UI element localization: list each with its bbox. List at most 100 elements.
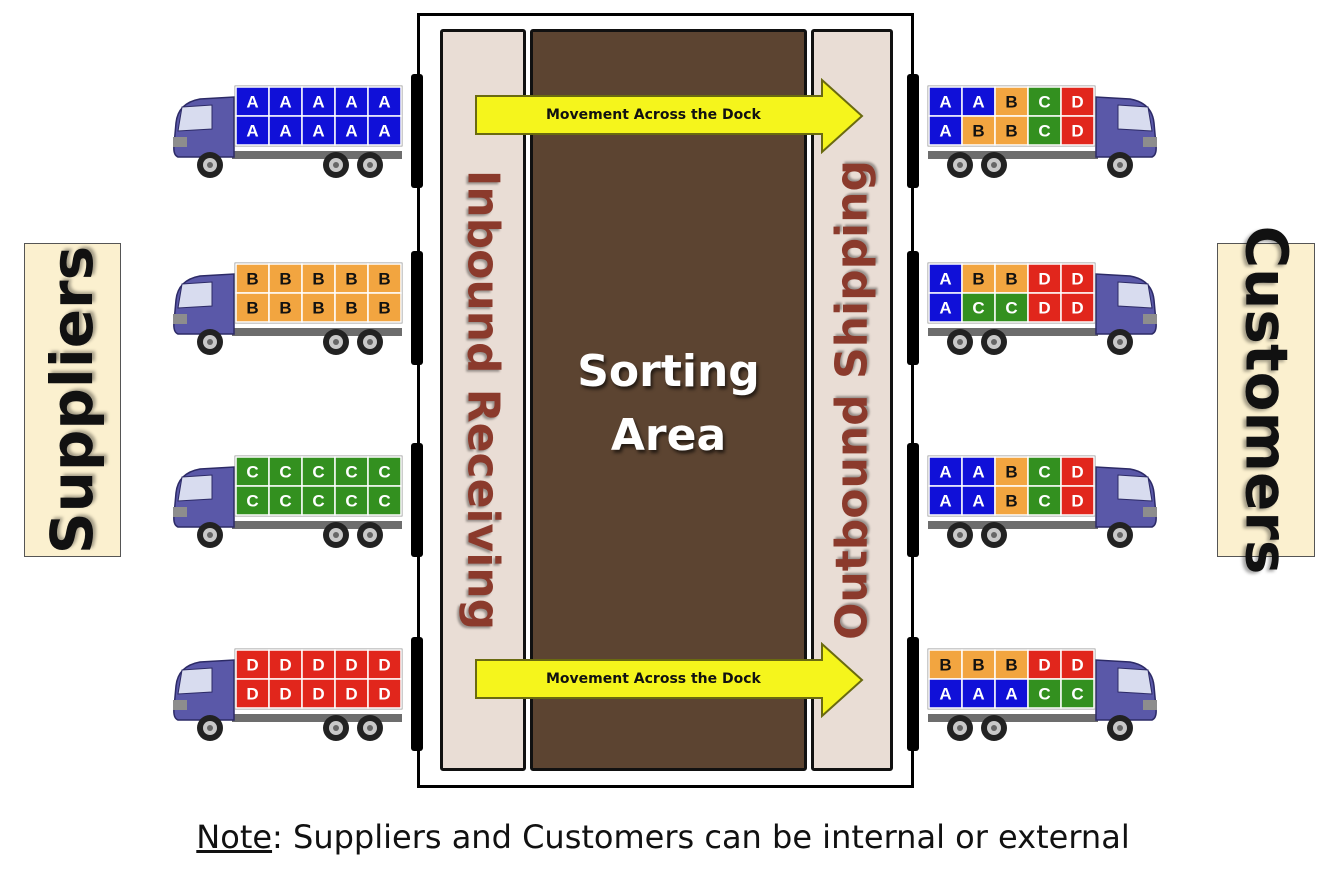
cargo-cell: [301, 485, 336, 516]
cargo-label: A: [972, 93, 984, 112]
cargo-label: A: [939, 122, 951, 141]
cargo-cell: [928, 649, 963, 680]
cargo-label: D: [1071, 463, 1083, 482]
cargo-label: D: [1071, 656, 1083, 675]
cargo-cell: [961, 115, 996, 146]
inbound-receiving-label: Inbound Receiving: [457, 169, 509, 631]
cargo-cell: [1027, 292, 1062, 323]
cargo-label: B: [1005, 656, 1017, 675]
cargo-label: D: [246, 685, 258, 704]
cargo-label: C: [1038, 685, 1050, 704]
cargo-cell: [1060, 292, 1095, 323]
cargo-cell: [994, 678, 1029, 709]
suppliers-box: Suppliers: [24, 243, 121, 557]
cargo-cell: [367, 678, 402, 709]
cargo-label: D: [279, 685, 291, 704]
cargo-cell: [994, 485, 1029, 516]
cargo-label: C: [345, 463, 357, 482]
cargo-label: A: [279, 122, 291, 141]
cargo-cell: [334, 678, 369, 709]
dock-door-left: [411, 443, 423, 557]
cargo-label: C: [279, 492, 291, 511]
cargo-label: A: [345, 93, 357, 112]
cargo-cell: [235, 115, 270, 146]
cargo-label: A: [378, 122, 390, 141]
cargo-label: B: [279, 270, 291, 289]
inbound-receiving-lane: [440, 29, 526, 771]
cargo-label: A: [972, 463, 984, 482]
sorting-label-line2: Area: [610, 410, 727, 461]
cargo-cell: [334, 485, 369, 516]
cargo-cell: [367, 86, 402, 117]
cargo-cell: [961, 292, 996, 323]
cargo-label: D: [312, 685, 324, 704]
cargo-cell: [928, 292, 963, 323]
cargo-cell: [334, 292, 369, 323]
suppliers-label: Suppliers: [38, 245, 107, 555]
cargo-label: B: [1005, 122, 1017, 141]
cargo-cell: [301, 678, 336, 709]
cargo-label: B: [972, 122, 984, 141]
cargo-cell: [961, 456, 996, 487]
cargo-label: B: [378, 299, 390, 318]
customers-label: Customers: [1232, 225, 1301, 575]
cargo-label: D: [1071, 122, 1083, 141]
cargo-label: B: [972, 656, 984, 675]
movement-arrow-label: Movement Across the Dock: [546, 671, 761, 687]
cargo-cell: [928, 456, 963, 487]
note-text: Note: Suppliers and Customers can be int…: [0, 818, 1326, 856]
cargo-label: D: [378, 685, 390, 704]
sorting-area-label: Sorting Area: [530, 340, 807, 468]
cargo-label: B: [1005, 492, 1017, 511]
cargo-label: C: [279, 463, 291, 482]
cargo-label: C: [378, 463, 390, 482]
cargo-label: B: [939, 656, 951, 675]
cargo-cell: [367, 115, 402, 146]
cargo-label: B: [246, 270, 258, 289]
cargo-label: D: [378, 656, 390, 675]
cargo-cell: [367, 649, 402, 680]
cargo-label: B: [312, 299, 324, 318]
cargo-cell: [334, 263, 369, 294]
cargo-label: A: [246, 93, 258, 112]
sorting-area: [530, 29, 807, 771]
dock-door-left: [411, 74, 423, 188]
cargo-label: B: [378, 270, 390, 289]
outbound-shipping-label: Outbound Shipping: [826, 160, 878, 640]
cargo-cell: [994, 115, 1029, 146]
cargo-label: D: [1038, 270, 1050, 289]
cargo-label: A: [378, 93, 390, 112]
cargo-cell: [367, 292, 402, 323]
cargo-label: D: [1071, 492, 1083, 511]
cargo-label: D: [1071, 299, 1083, 318]
cargo-label: D: [246, 656, 258, 675]
cargo-label: D: [312, 656, 324, 675]
dock-door-right: [907, 443, 919, 557]
cargo-cell: [928, 115, 963, 146]
movement-arrow-label: Movement Across the Dock: [546, 107, 761, 123]
cargo-cell: [1027, 456, 1062, 487]
cargo-cell: [1060, 678, 1095, 709]
cargo-label: B: [1005, 463, 1017, 482]
cargo-cell: [928, 263, 963, 294]
cargo-cell: [1060, 263, 1095, 294]
dock-door-left: [411, 251, 423, 365]
cargo-label: B: [1005, 270, 1017, 289]
cargo-label: A: [972, 685, 984, 704]
cargo-cell: [268, 485, 303, 516]
cargo-label: C: [1005, 299, 1017, 318]
cargo-label: A: [1005, 685, 1017, 704]
cargo-cell: [961, 649, 996, 680]
cargo-label: A: [312, 122, 324, 141]
cargo-label: C: [246, 492, 258, 511]
